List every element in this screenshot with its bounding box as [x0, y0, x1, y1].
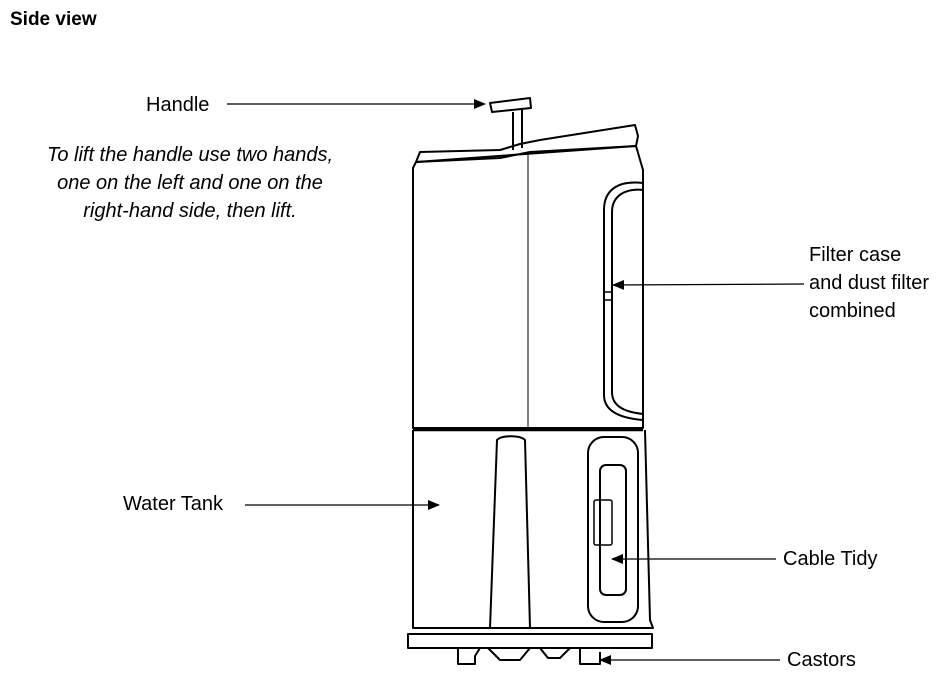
cable-tidy: [587, 436, 639, 623]
diagram-title: Side view: [10, 9, 97, 30]
cable-tidy-label: Cable Tidy: [783, 548, 878, 570]
filter-label-line3: combined: [809, 300, 896, 322]
castors-label: Castors: [787, 649, 856, 671]
filter-label-line1: Filter case: [809, 244, 902, 266]
appliance-body: [407, 97, 654, 665]
water-tank-label: Water Tank: [123, 493, 224, 515]
filter-case: [603, 181, 644, 421]
base-plate: [407, 633, 653, 649]
handle: [489, 97, 532, 150]
filter-label-line2: and dust filter: [809, 272, 930, 294]
filter-leader: [612, 279, 805, 290]
castors: [457, 647, 601, 665]
upper-body: [412, 145, 644, 429]
handle-instructions: To lift the handle use two hands, one on…: [46, 144, 334, 222]
leader-lines: [227, 99, 805, 665]
handle-label: Handle: [146, 94, 210, 116]
water-tank-body: [412, 429, 654, 629]
top-lid: [415, 124, 639, 163]
tank-handle-recess: [489, 435, 531, 629]
